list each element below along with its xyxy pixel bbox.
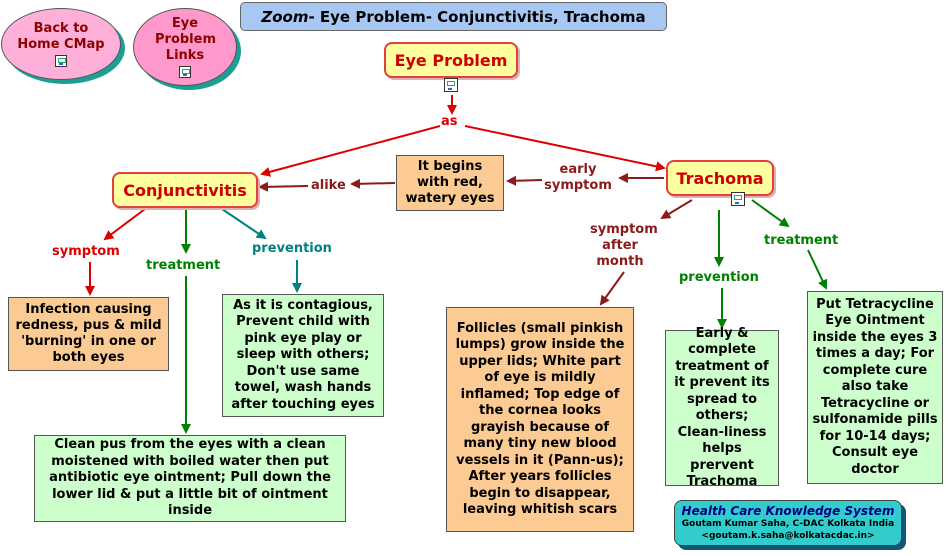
title-rest: - Eye Problem- Conjunctivitis, Trachoma <box>308 7 646 26</box>
concept-map-icon[interactable] <box>55 55 67 67</box>
concept-map-icon[interactable] <box>179 66 191 78</box>
link-trachoma-treatment <box>751 199 790 228</box>
concept-trachoma-label: Trachoma <box>676 168 764 188</box>
link-label-alike: alike <box>311 178 346 193</box>
link-alike-conjunctivitis <box>258 181 309 192</box>
back-to-home-label: Back to Home CMap <box>17 21 105 52</box>
back-to-home-button[interactable]: Back to Home CMap <box>1 8 121 80</box>
link-label-prevention-left: prevention <box>252 241 332 256</box>
link-as-trachoma <box>464 125 666 172</box>
link-label-symptom-left: symptom <box>52 244 120 259</box>
title-italic: Zoom <box>261 7 309 26</box>
link-conj-prevention <box>221 208 267 240</box>
box-contagious: As it is contagious, Prevent child with … <box>222 294 384 417</box>
credit-system: Health Care Knowledge System <box>681 504 895 518</box>
link-label-as: as <box>441 114 458 129</box>
box-follicles: Follicles (small pinkish lumps) grow ins… <box>446 307 634 532</box>
box-infection: Infection causing redness, pus & mild 'b… <box>8 297 169 371</box>
link-conj-symptom <box>103 208 146 241</box>
box-red-watery-eyes: It begins with red, watery eyes <box>396 155 504 211</box>
eye-problem-links-label: Eye Problem Links <box>155 16 216 63</box>
link-as-conjunctivitis <box>260 125 441 177</box>
link-label-treatment-right: treatment <box>764 233 839 248</box>
box-tetracycline: Put Tetracycline Eye Ointment inside the… <box>807 291 943 484</box>
concept-trachoma[interactable]: Trachoma <box>666 160 774 196</box>
link-early-box <box>506 175 543 186</box>
link-treatment-tetra <box>807 249 828 290</box>
concept-conjunctivitis-label: Conjunctivitis <box>123 180 247 200</box>
box-clean-pus: Clean pus from the eyes with a clean moi… <box>34 435 346 522</box>
link-label-symptom-after-month: symptom after month <box>590 222 658 269</box>
credit-author: Goutam Kumar Saha, C-DAC Kolkata India <box>681 519 895 529</box>
link-trachoma-sam <box>660 199 693 220</box>
concept-eye-problem-label: Eye Problem <box>394 50 508 70</box>
link-sam-follicles <box>599 271 625 306</box>
credit-email: <goutam.k.saha@kolkatacdac.in> <box>701 531 875 541</box>
credit-box: Health Care Knowledge System Goutam Kuma… <box>674 500 902 546</box>
page-title: Zoom- Eye Problem- Conjunctivitis, Trach… <box>240 2 667 31</box>
link-label-early-symptom: early symptom <box>544 162 612 193</box>
eye-problem-links-button[interactable]: Eye Problem Links <box>133 8 237 86</box>
link-label-prevention-right: prevention <box>679 270 759 285</box>
box-early-complete: Early & complete treatment of it prevent… <box>665 326 779 489</box>
link-box-alike <box>350 178 396 189</box>
image-resource-icon[interactable] <box>444 78 458 92</box>
image-resource-icon[interactable] <box>731 192 746 206</box>
concept-eye-problem[interactable]: Eye Problem <box>384 42 518 78</box>
link-label-treatment-left: treatment <box>146 258 221 273</box>
concept-conjunctivitis[interactable]: Conjunctivitis <box>112 172 258 208</box>
